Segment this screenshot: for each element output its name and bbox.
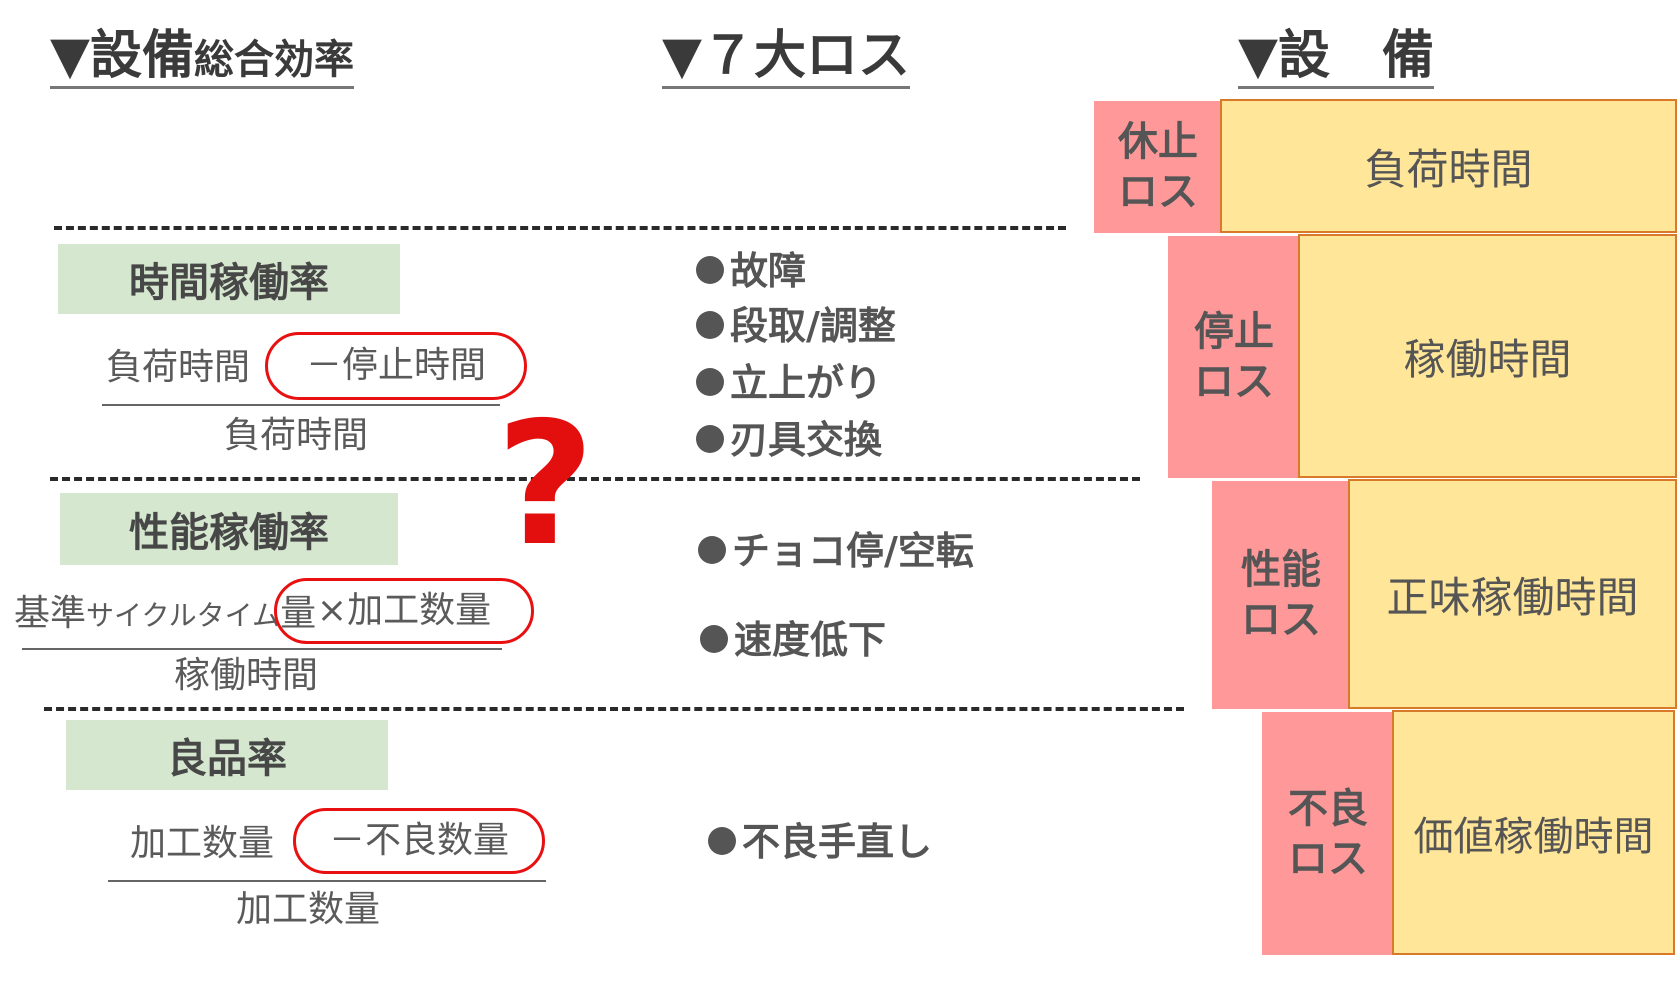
bullet-icon [696, 310, 724, 339]
oee-header-main: ▼設備 [50, 26, 194, 86]
oee-header: ▼設備総合効率 [50, 30, 354, 89]
quality-numerator: 加工数量 [130, 823, 275, 864]
loss-item: 刃具交換 [696, 421, 882, 459]
performance-fraction-line [22, 648, 502, 650]
performance-multiply: ×加工数量 [316, 590, 492, 631]
losses-header: ▼７大ロス [662, 30, 910, 89]
availability-fraction-line [102, 404, 500, 406]
performance-multiply-highlight: ×加工数量 [274, 578, 534, 644]
bullet-icon [698, 535, 726, 564]
loss-item: 不良手直し [708, 823, 932, 861]
loss-item: 段取/調整 [696, 307, 896, 345]
value-operating-time-block: 価値稼働時間 [1392, 710, 1675, 955]
availability-subtract-highlight: －停止時間 [265, 332, 527, 400]
bullet-icon [696, 255, 724, 284]
quality-label: 良品率 [66, 720, 388, 790]
stop-loss-block: 停止ロス [1168, 236, 1300, 478]
loss-item: 速度低下 [700, 621, 886, 659]
availability-denominator: 負荷時間 [224, 415, 369, 456]
performance-denominator: 稼働時間 [174, 655, 319, 696]
separator-1 [54, 226, 1066, 230]
bullet-icon [696, 367, 724, 396]
performance-loss-block: 性能ロス [1212, 481, 1350, 709]
quality-subtract: －不良数量 [328, 820, 509, 861]
separator-3 [44, 707, 1184, 711]
equipment-header: ▼設 備 [1238, 30, 1434, 89]
performance-numerator: 基準サイクルタイム量 [14, 593, 317, 634]
availability-label: 時間稼働率 [58, 244, 400, 314]
defect-loss-block: 不良ロス [1262, 712, 1394, 955]
bullet-icon [700, 624, 728, 653]
loss-item: 故障 [696, 252, 806, 290]
bullet-icon [696, 424, 724, 453]
oee-header-sub: 総合効率 [194, 37, 354, 83]
quality-subtract-highlight: －不良数量 [293, 808, 545, 874]
quality-denominator: 加工数量 [236, 889, 381, 930]
question-mark: ? [496, 386, 595, 584]
bullet-icon [708, 826, 736, 855]
loss-item: チョコ停/空転 [698, 532, 974, 570]
load-time-block: 負荷時間 [1220, 99, 1677, 233]
operating-time-block: 稼働時間 [1298, 234, 1677, 478]
loss-item: 立上がり [696, 364, 882, 402]
performance-label: 性能稼働率 [60, 493, 398, 565]
quality-fraction-line [108, 880, 546, 882]
availability-subtract: －停止時間 [305, 345, 486, 386]
availability-numerator: 負荷時間 [106, 347, 251, 388]
downtime-loss-block: 休止ロス [1094, 101, 1222, 233]
separator-2 [50, 477, 1140, 481]
net-operating-time-block: 正味稼働時間 [1348, 479, 1677, 709]
